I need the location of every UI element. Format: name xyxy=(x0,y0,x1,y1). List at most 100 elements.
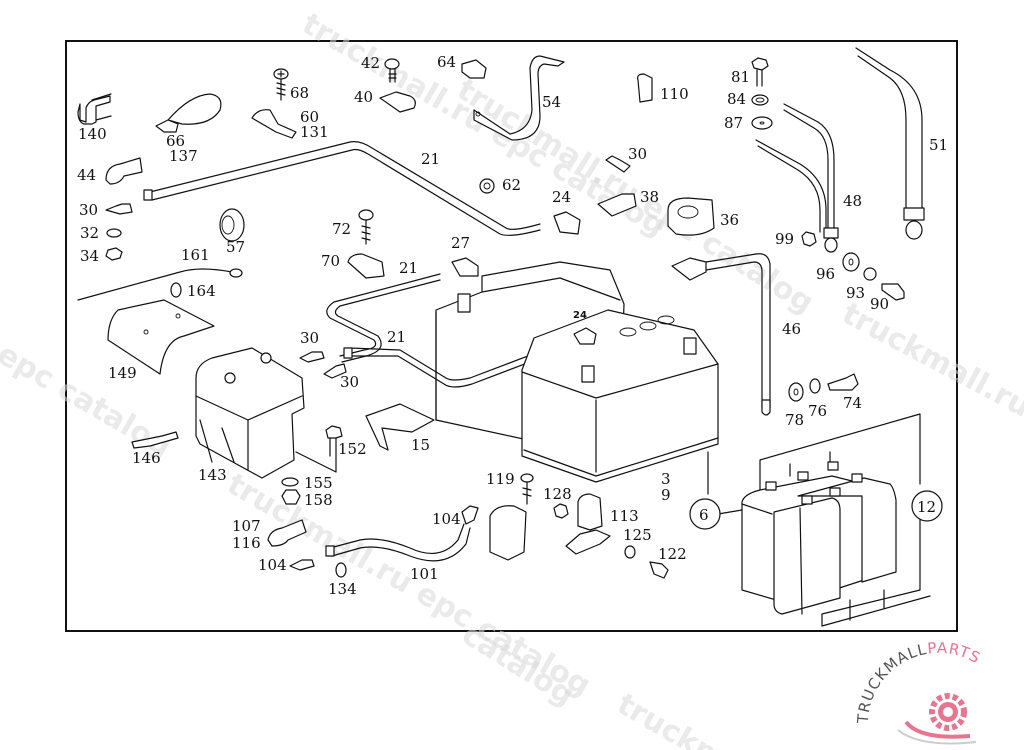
ref-circle-6[interactable] xyxy=(689,498,721,530)
label-36[interactable]: 36 xyxy=(720,211,739,229)
label-110[interactable]: 110 xyxy=(660,85,689,103)
label-72[interactable]: 72 xyxy=(332,220,351,238)
part-64-clip[interactable] xyxy=(461,59,487,79)
label-34[interactable]: 34 xyxy=(80,247,99,265)
label-24[interactable]: 24 xyxy=(573,310,587,321)
label-119[interactable]: 119 xyxy=(486,470,515,488)
label-140[interactable]: 140 xyxy=(78,125,107,143)
label-30[interactable]: 30 xyxy=(340,373,359,391)
part-24-terminal-clamp[interactable] xyxy=(553,211,581,235)
part-66-cable-tie[interactable] xyxy=(155,93,222,133)
label-158[interactable]: 158 xyxy=(304,491,333,509)
part-81-bolt[interactable] xyxy=(751,57,769,87)
part-122-screw[interactable] xyxy=(649,561,669,579)
part-34-nut[interactable] xyxy=(105,247,123,261)
label-9[interactable]: 9 xyxy=(661,486,671,504)
part-27-terminal-clamp[interactable] xyxy=(451,257,479,277)
part-relay-block[interactable] xyxy=(489,505,527,561)
part-30-cable-lug[interactable] xyxy=(105,203,133,215)
label-90[interactable]: 90 xyxy=(870,295,889,313)
part-70-clip[interactable] xyxy=(347,253,385,279)
label-62[interactable]: 62 xyxy=(502,176,521,194)
label-32[interactable]: 32 xyxy=(80,224,99,242)
part-15-terminal-cover[interactable] xyxy=(365,403,435,451)
part-68-screw[interactable] xyxy=(273,68,289,101)
part-74-bolt[interactable] xyxy=(827,373,859,391)
label-66[interactable]: 66 xyxy=(166,132,185,150)
label-21[interactable]: 21 xyxy=(387,328,406,346)
part-146-bracket[interactable] xyxy=(131,431,179,449)
part-42-screw[interactable] xyxy=(384,58,400,83)
label-78[interactable]: 78 xyxy=(785,411,804,429)
label-27[interactable]: 27 xyxy=(451,234,470,252)
label-57[interactable]: 57 xyxy=(226,238,245,256)
label-104[interactable]: 104 xyxy=(432,510,461,528)
part-128-nut[interactable] xyxy=(553,503,569,519)
label-125[interactable]: 125 xyxy=(623,526,652,544)
label-149[interactable]: 149 xyxy=(108,364,137,382)
part-119-screw[interactable] xyxy=(520,473,534,505)
part-21-cable-lower[interactable] xyxy=(343,339,573,388)
label-6[interactable]: 6 xyxy=(699,506,709,524)
part-101-ground-cable[interactable] xyxy=(325,505,479,562)
battery-set[interactable] xyxy=(717,413,931,627)
part-57-grommet[interactable] xyxy=(219,208,245,242)
part-30-cable-lug[interactable] xyxy=(323,363,347,379)
label-146[interactable]: 146 xyxy=(132,449,161,467)
label-54[interactable]: 54 xyxy=(542,93,561,111)
part-46-battery-cable[interactable] xyxy=(671,253,771,416)
label-161[interactable]: 161 xyxy=(181,246,210,264)
label-143[interactable]: 143 xyxy=(198,466,227,484)
part-104-cable-lug[interactable] xyxy=(289,559,315,571)
part-3-9-battery[interactable] xyxy=(521,309,719,495)
label-42[interactable]: 42 xyxy=(361,54,380,72)
label-164[interactable]: 164 xyxy=(187,282,216,300)
label-64[interactable]: 64 xyxy=(437,53,456,71)
part-21-cable-top[interactable] xyxy=(143,141,541,236)
label-40[interactable]: 40 xyxy=(354,88,373,106)
part-134-grommet[interactable] xyxy=(335,562,347,578)
part-30-cable-lug[interactable] xyxy=(299,351,325,363)
label-96[interactable]: 96 xyxy=(816,265,835,283)
label-46[interactable]: 46 xyxy=(782,320,801,338)
label-70[interactable]: 70 xyxy=(321,252,340,270)
part-161-ground-wire[interactable] xyxy=(77,268,243,301)
label-76[interactable]: 76 xyxy=(808,402,827,420)
label-48[interactable]: 48 xyxy=(843,192,862,210)
part-76-spring-washer[interactable] xyxy=(809,378,821,394)
label-87[interactable]: 87 xyxy=(724,114,743,132)
part-143-battery-main-switch[interactable] xyxy=(195,347,305,479)
part-36-terminal-cover[interactable] xyxy=(667,197,715,236)
label-128[interactable]: 128 xyxy=(543,485,572,503)
label-99[interactable]: 99 xyxy=(775,230,794,248)
part-84-spring-washer[interactable] xyxy=(751,94,769,106)
label-134[interactable]: 134 xyxy=(328,580,357,598)
part-51-ground-strap[interactable] xyxy=(855,47,925,240)
label-3[interactable]: 3 xyxy=(661,470,671,488)
label-51[interactable]: 51 xyxy=(929,136,948,154)
part-90-bolt[interactable] xyxy=(881,283,905,301)
label-12[interactable]: 12 xyxy=(917,498,936,516)
part-54-strap[interactable] xyxy=(473,55,565,141)
part-155-washer[interactable] xyxy=(281,477,299,487)
part-110-relay[interactable] xyxy=(637,73,653,103)
label-38[interactable]: 38 xyxy=(640,188,659,206)
label-155[interactable]: 155 xyxy=(304,474,333,492)
label-21[interactable]: 21 xyxy=(399,259,418,277)
part-44-terminal-boot[interactable] xyxy=(105,157,143,185)
label-44[interactable]: 44 xyxy=(77,166,96,184)
part-93-spring-washer[interactable] xyxy=(863,267,877,281)
part-38-terminal-clamp[interactable] xyxy=(597,193,637,217)
part-40-clip[interactable] xyxy=(379,91,416,113)
part-30-cable-lug[interactable] xyxy=(605,155,631,173)
label-113[interactable]: 113 xyxy=(610,507,639,525)
ref-circle-12[interactable] xyxy=(911,490,943,522)
label-81[interactable]: 81 xyxy=(731,68,750,86)
part-87-washer[interactable] xyxy=(751,116,773,130)
part-107-116-terminal-boot[interactable] xyxy=(267,519,307,547)
part-125-seal-ring[interactable] xyxy=(624,545,636,559)
truckmall-parts-logo[interactable]: TRUCKMALLPARTS xyxy=(854,639,984,745)
part-96-washer[interactable] xyxy=(842,252,860,272)
part-62-grommet[interactable] xyxy=(479,178,495,194)
label-60[interactable]: 60 xyxy=(300,108,319,126)
